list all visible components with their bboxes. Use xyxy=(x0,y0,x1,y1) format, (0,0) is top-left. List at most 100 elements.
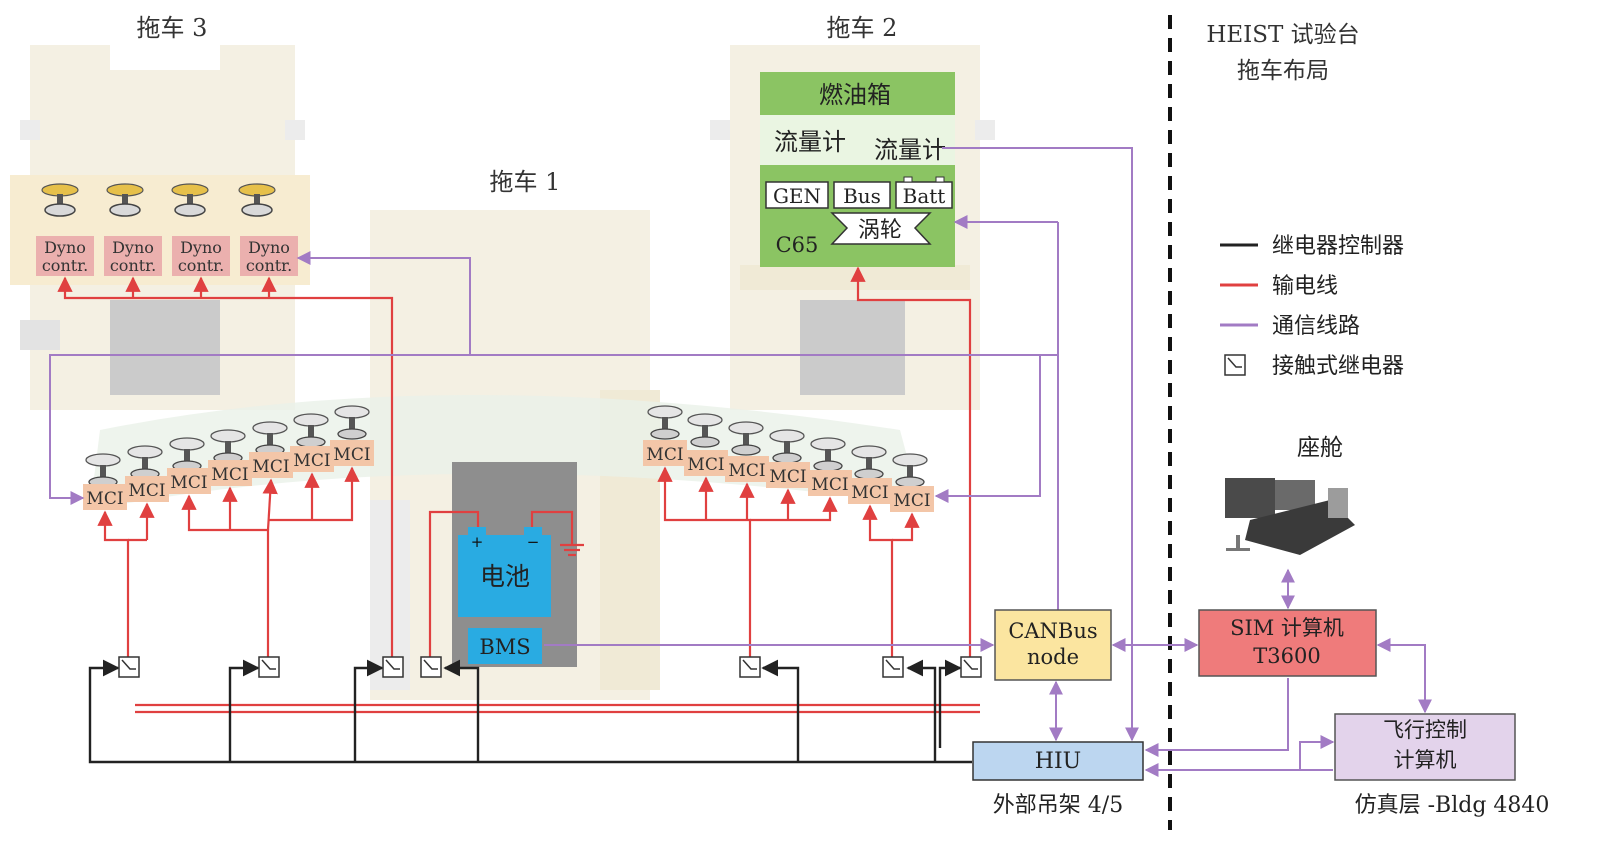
heist-title-line1: HEIST 试验台 xyxy=(1206,22,1359,48)
flowmeter-left-label: 流量计 xyxy=(774,128,846,156)
mci-controller: MCI xyxy=(125,476,169,502)
c65-generator-block: 燃油箱 流量计 流量计 GEN Bus Batt 涡轮 C65 xyxy=(760,72,955,267)
dyno-controller: Dyno contr. xyxy=(240,236,298,276)
svg-text:MCI: MCI xyxy=(86,489,123,509)
power-lines xyxy=(57,266,980,714)
dyno-group: Dyno contr. Dyno contr. Dyno contr. Dyno… xyxy=(36,183,298,276)
sim-computer: SIM 计算机 T3600 xyxy=(1198,609,1377,677)
flight-control-computer: 飞行控制 计算机 xyxy=(1334,713,1516,781)
trailer3-label: 拖车 3 xyxy=(137,14,208,42)
turbine-label: 涡轮 xyxy=(858,218,902,243)
svg-text:BMS: BMS xyxy=(479,635,530,659)
svg-text:HIU: HIU xyxy=(1035,749,1081,774)
contactor-relay xyxy=(882,656,904,678)
heist-title-line2: 拖车布局 xyxy=(1237,58,1329,84)
mci-controller: MCI xyxy=(890,486,934,512)
dyno-controller: Dyno contr. xyxy=(104,236,162,276)
svg-text:MCI: MCI xyxy=(687,455,724,475)
svg-text:计算机: 计算机 xyxy=(1394,748,1457,772)
svg-text:Dyno: Dyno xyxy=(112,238,154,257)
canbus-node: CANBus node xyxy=(994,609,1112,681)
comm-lines xyxy=(49,147,1432,777)
svg-text:MCI: MCI xyxy=(128,481,165,501)
mci-controller: MCI xyxy=(208,460,252,486)
svg-text:Dyno: Dyno xyxy=(44,238,86,257)
svg-text:contr.: contr. xyxy=(110,256,156,275)
contactor-relay xyxy=(258,656,280,678)
legend-item: 接触式继电器 xyxy=(1224,354,1404,379)
bus-box xyxy=(833,181,891,209)
svg-text:MCI: MCI xyxy=(769,467,806,487)
external-rack-label: 外部吊架 4/5 xyxy=(993,793,1123,818)
svg-text:Dyno: Dyno xyxy=(248,238,290,257)
svg-text:contr.: contr. xyxy=(178,256,224,275)
flowmeter-right-label: 流量计 xyxy=(874,136,946,164)
mci-controller: MCI xyxy=(684,450,728,476)
mci-controller: MCI xyxy=(808,470,852,496)
svg-text:+: + xyxy=(471,533,484,551)
c65-label: C65 xyxy=(776,233,819,257)
mci-controller: MCI xyxy=(290,446,334,472)
svg-text:node: node xyxy=(1027,645,1079,669)
svg-text:Dyno: Dyno xyxy=(180,238,222,257)
svg-text:MCI: MCI xyxy=(811,475,848,495)
svg-text:Batt: Batt xyxy=(903,184,946,208)
legend-item: 通信线路 xyxy=(1220,314,1360,339)
battery-pack: + − 电池 xyxy=(458,527,551,617)
turbine-shape xyxy=(830,212,932,245)
svg-text:Bus: Bus xyxy=(843,184,881,208)
trailer2-label: 拖车 2 xyxy=(827,14,898,42)
svg-text:MCI: MCI xyxy=(252,457,289,477)
svg-text:T3600: T3600 xyxy=(1253,644,1320,668)
contactor-relay xyxy=(739,656,761,678)
cockpit-label: 座舱 xyxy=(1297,435,1343,461)
legend-label: 接触式继电器 xyxy=(1272,354,1404,379)
mci-controller: MCI xyxy=(725,456,769,482)
svg-text:飞行控制: 飞行控制 xyxy=(1383,718,1467,742)
contactor-relay xyxy=(960,656,982,678)
legend-label: 继电器控制器 xyxy=(1272,234,1404,259)
battery-label: 电池 xyxy=(480,562,530,591)
svg-text:SIM 计算机: SIM 计算机 xyxy=(1230,616,1344,640)
gen-box xyxy=(765,181,829,209)
svg-text:MCI: MCI xyxy=(646,445,683,465)
svg-text:MCI: MCI xyxy=(893,491,930,511)
legend-label: 通信线路 xyxy=(1272,314,1360,339)
legend-item: 继电器控制器 xyxy=(1220,234,1404,259)
legend-label: 输电线 xyxy=(1272,274,1338,299)
mci-controller: MCI xyxy=(848,478,892,504)
svg-text:MCI: MCI xyxy=(851,483,888,503)
svg-text:CANBus: CANBus xyxy=(1008,619,1097,643)
svg-text:MCI: MCI xyxy=(293,451,330,471)
trailer1-label: 拖车 1 xyxy=(490,168,561,196)
svg-text:MCI: MCI xyxy=(728,461,765,481)
svg-text:MCI: MCI xyxy=(333,445,370,465)
contactor-relays xyxy=(118,656,982,678)
dyno-controller: Dyno contr. xyxy=(172,236,230,276)
fuel-tank-label: 燃油箱 xyxy=(819,81,891,109)
hiu-box: HIU xyxy=(972,741,1144,781)
svg-text:MCI: MCI xyxy=(211,465,248,485)
relay-control-lines xyxy=(88,659,972,764)
cockpit-simulator-image xyxy=(1225,478,1355,555)
contactor-relay xyxy=(382,656,404,678)
svg-text:contr.: contr. xyxy=(246,256,292,275)
svg-text:GEN: GEN xyxy=(773,184,821,208)
svg-text:MCI: MCI xyxy=(170,473,207,493)
mci-controller: MCI xyxy=(330,440,374,466)
mci-controller: MCI xyxy=(643,440,687,466)
mci-controller: MCI xyxy=(167,468,211,494)
svg-text:contr.: contr. xyxy=(42,256,88,275)
trailer3-background xyxy=(10,45,310,410)
mci-left-group: MCI MCI MCI MCI MCI MCI MCI xyxy=(83,405,374,510)
svg-text:−: − xyxy=(527,533,540,551)
batt-box xyxy=(895,181,953,209)
mci-controller: MCI xyxy=(766,462,810,488)
contactor-relay xyxy=(118,656,140,678)
sim-layer-label: 仿真层 -Bldg 4840 xyxy=(1355,793,1550,818)
legend-item: 输电线 xyxy=(1220,274,1338,299)
dyno-controller: Dyno contr. xyxy=(36,236,94,276)
mci-controller: MCI xyxy=(249,452,293,478)
